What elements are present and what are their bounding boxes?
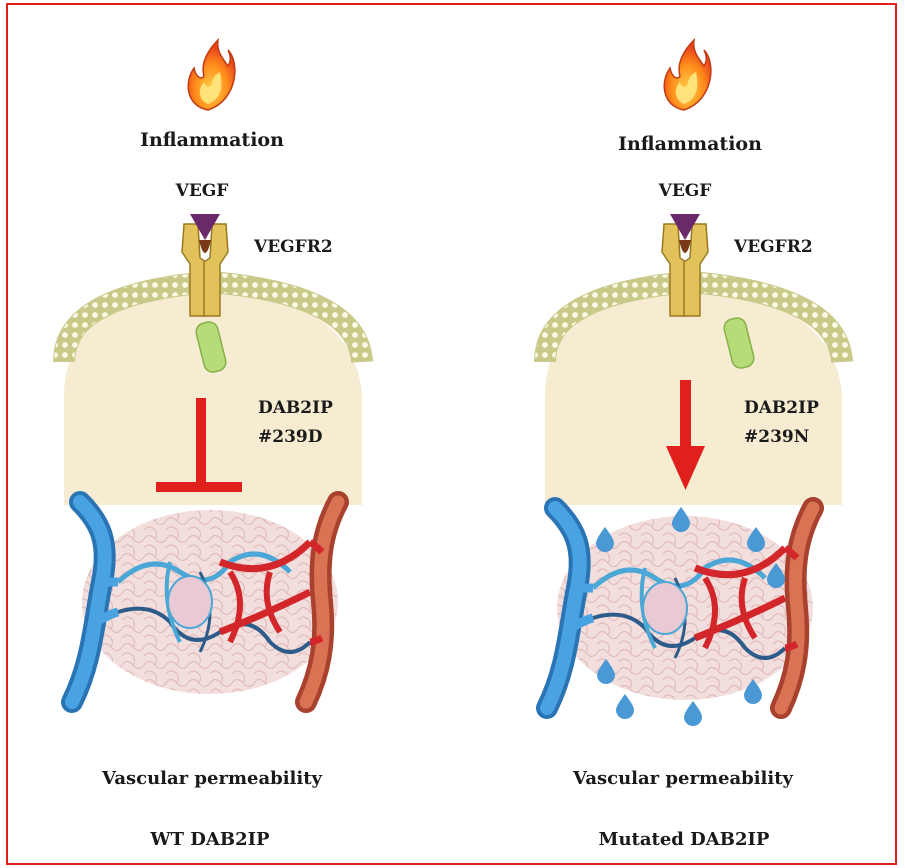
cytoplasm [64, 286, 362, 505]
receptor-label: VEGFR2 [253, 237, 333, 257]
fire-icon [188, 40, 235, 110]
genotype-label: Mutated DAB2IP [599, 829, 770, 850]
panel-wt: Inflammation VEGF VEGFR2 DAB2IP #239D Va… [64, 40, 362, 850]
protein-label-line1: DAB2IP [258, 398, 333, 418]
stimulus-label: Inflammation [618, 133, 762, 155]
fluid-droplet-icon [672, 507, 690, 532]
fluid-droplet-icon [684, 701, 702, 726]
fluid-droplet-icon [616, 694, 634, 719]
genotype-label: WT DAB2IP [149, 829, 270, 850]
receptor-label: VEGFR2 [733, 237, 813, 257]
fire-icon [664, 40, 711, 110]
protein-label-line2: #239D [258, 427, 323, 447]
protein-label-line1: DAB2IP [744, 398, 819, 418]
ligand-label: VEGF [658, 181, 712, 201]
protein-label-line2: #239N [744, 427, 809, 447]
blood-vessel-network-icon [72, 502, 338, 702]
effect-label: Vascular permeability [101, 768, 323, 789]
cytoplasm [545, 286, 842, 505]
fluid-droplet-icon [596, 527, 614, 552]
panel-mutated: Inflammation VEGF VEGFR2 DAB2IP #239N [545, 40, 842, 850]
stimulus-label: Inflammation [140, 129, 284, 151]
blood-vessel-network-icon [547, 508, 813, 708]
effect-label: Vascular permeability [572, 768, 794, 789]
ligand-label: VEGF [175, 181, 229, 201]
